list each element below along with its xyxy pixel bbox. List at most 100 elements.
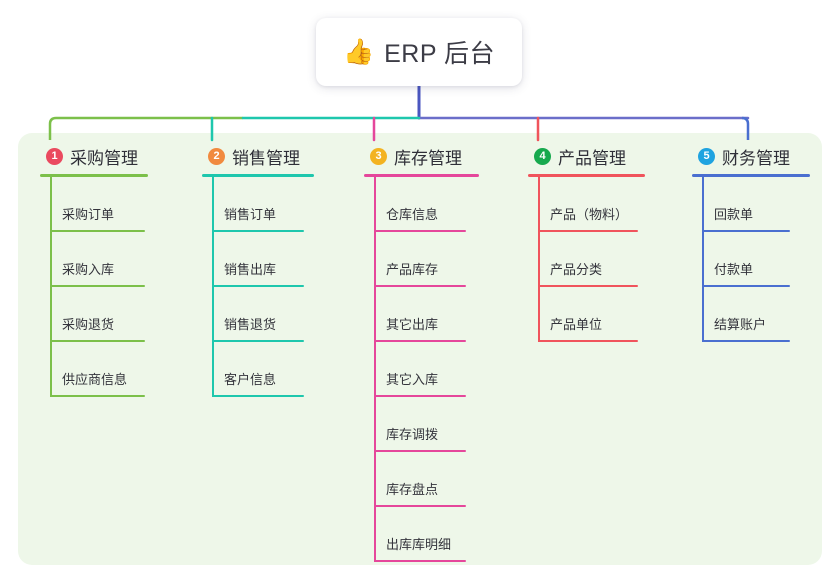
branch-item-label: 产品分类 <box>550 262 603 277</box>
branch-item-underline <box>374 450 466 452</box>
branch-item[interactable]: 采购退货 <box>40 287 190 342</box>
branch-item[interactable]: 产品单位 <box>528 287 678 342</box>
branch-item-underline <box>50 395 145 397</box>
root-node-title: ERP 后台 <box>384 40 496 68</box>
branch-item-underline <box>374 285 466 287</box>
branch-item[interactable]: 其它出库 <box>364 287 514 342</box>
diagram-background-panel <box>18 133 822 565</box>
branch-spine <box>374 177 376 562</box>
branch-title: 采购管理 <box>70 148 138 168</box>
branch-item-underline <box>374 340 466 342</box>
branch-item-list: 产品（物料） 产品分类产品单位 <box>528 177 678 342</box>
branch-header-5[interactable]: 5 财务管理 <box>692 143 822 169</box>
branch-item[interactable]: 库存调拨 <box>364 397 514 452</box>
branch-item-underline <box>212 395 304 397</box>
branch-item[interactable]: 采购入库 <box>40 232 190 287</box>
branch-item-label: 库存调拨 <box>386 427 439 442</box>
branch-item-label: 销售出库 <box>224 262 277 277</box>
branch-column-1: 1 采购管理采购订单采购入库采购退货供应商信息 <box>40 143 190 397</box>
branch-spine <box>212 177 214 397</box>
branch-index-badge: 5 <box>698 147 715 165</box>
branch-title: 财务管理 <box>722 148 790 168</box>
branch-item[interactable]: 仓库信息 <box>364 177 514 232</box>
branch-item-underline <box>50 285 145 287</box>
branch-item-underline <box>212 285 304 287</box>
branch-spine <box>50 177 52 397</box>
branch-item-label: 采购入库 <box>62 262 115 277</box>
branch-item-list: 销售订单销售出库销售退货客户信息 <box>202 177 352 397</box>
branch-item-label: 付款单 <box>714 262 754 277</box>
branch-item[interactable]: 销售出库 <box>202 232 352 287</box>
branch-item[interactable]: 回款单 <box>692 177 822 232</box>
branch-item-label: 仓库信息 <box>386 207 439 222</box>
branch-item-underline <box>702 285 790 287</box>
branch-item-label: 产品（物料） <box>550 207 629 222</box>
branch-item-label: 回款单 <box>714 207 754 222</box>
branch-item-underline <box>538 285 638 287</box>
branch-item[interactable]: 销售订单 <box>202 177 352 232</box>
branch-item-label: 销售退货 <box>224 317 277 332</box>
branch-item-underline <box>374 560 466 562</box>
branch-item[interactable]: 产品库存 <box>364 232 514 287</box>
branch-header-underline <box>202 174 314 177</box>
branch-item-underline <box>374 395 466 397</box>
branch-item-label: 结算账户 <box>714 317 767 332</box>
branch-item[interactable]: 库存盘点 <box>364 452 514 507</box>
branch-index-badge: 1 <box>46 147 63 165</box>
branch-header-1[interactable]: 1 采购管理 <box>40 143 190 169</box>
branch-header-2[interactable]: 2 销售管理 <box>202 143 352 169</box>
branch-column-3: 3 库存管理仓库信息产品库存其它出库其它入库库存调拨库存盘点出库库明细 <box>364 143 514 562</box>
root-node[interactable]: 👍 ERP 后台 <box>316 18 522 86</box>
root-node-content: 👍 ERP 后台 <box>343 34 495 70</box>
branch-item-label: 销售订单 <box>224 207 277 222</box>
branch-item-label: 供应商信息 <box>62 372 128 387</box>
branch-item-underline <box>50 340 145 342</box>
branch-item-label: 出库库明细 <box>386 537 452 552</box>
branch-item-underline <box>538 230 638 232</box>
branch-item[interactable]: 供应商信息 <box>40 342 190 397</box>
branch-item-list: 采购订单采购入库采购退货供应商信息 <box>40 177 190 397</box>
branch-item[interactable]: 结算账户 <box>692 287 822 342</box>
branch-item-label: 库存盘点 <box>386 482 439 497</box>
thumbs-up-icon: 👍 <box>342 37 375 66</box>
branch-item-underline <box>374 230 466 232</box>
branch-item-underline <box>538 340 638 342</box>
branch-item[interactable]: 产品分类 <box>528 232 678 287</box>
branch-item-label: 采购订单 <box>62 207 115 222</box>
branch-index-badge: 3 <box>370 147 387 165</box>
branch-header-4[interactable]: 4 产品管理 <box>528 143 678 169</box>
branch-item-underline <box>374 505 466 507</box>
branch-item[interactable]: 付款单 <box>692 232 822 287</box>
branch-index-badge: 2 <box>208 147 225 165</box>
branch-item[interactable]: 采购订单 <box>40 177 190 232</box>
branch-item[interactable]: 出库库明细 <box>364 507 514 562</box>
branch-header-3[interactable]: 3 库存管理 <box>364 143 514 169</box>
branch-item[interactable]: 产品（物料） <box>528 177 678 232</box>
branch-item[interactable]: 销售退货 <box>202 287 352 342</box>
branch-item-underline <box>212 230 304 232</box>
branch-title: 产品管理 <box>558 148 626 168</box>
branch-item-list: 仓库信息产品库存其它出库其它入库库存调拨库存盘点出库库明细 <box>364 177 514 562</box>
branch-item[interactable]: 客户信息 <box>202 342 352 397</box>
branch-item-underline <box>50 230 145 232</box>
branch-spine <box>702 177 704 342</box>
branch-index-badge: 4 <box>534 147 551 165</box>
branch-item-label: 采购退货 <box>62 317 115 332</box>
branch-header-underline <box>364 174 479 177</box>
branch-spine <box>538 177 540 342</box>
branch-item-underline <box>212 340 304 342</box>
branch-item-underline <box>702 340 790 342</box>
branch-header-underline <box>40 174 148 177</box>
branch-item-underline <box>702 230 790 232</box>
branch-column-2: 2 销售管理销售订单销售出库销售退货客户信息 <box>202 143 352 397</box>
branch-item[interactable]: 其它入库 <box>364 342 514 397</box>
branch-column-4: 4 产品管理产品（物料） 产品分类产品单位 <box>528 143 678 342</box>
branch-item-label: 客户信息 <box>224 372 277 387</box>
branch-title: 库存管理 <box>394 148 462 168</box>
branch-item-label: 产品库存 <box>386 262 439 277</box>
branch-item-label: 产品单位 <box>550 317 603 332</box>
branch-title: 销售管理 <box>232 148 300 168</box>
branch-item-label: 其它出库 <box>386 317 439 332</box>
branch-item-label: 其它入库 <box>386 372 439 387</box>
